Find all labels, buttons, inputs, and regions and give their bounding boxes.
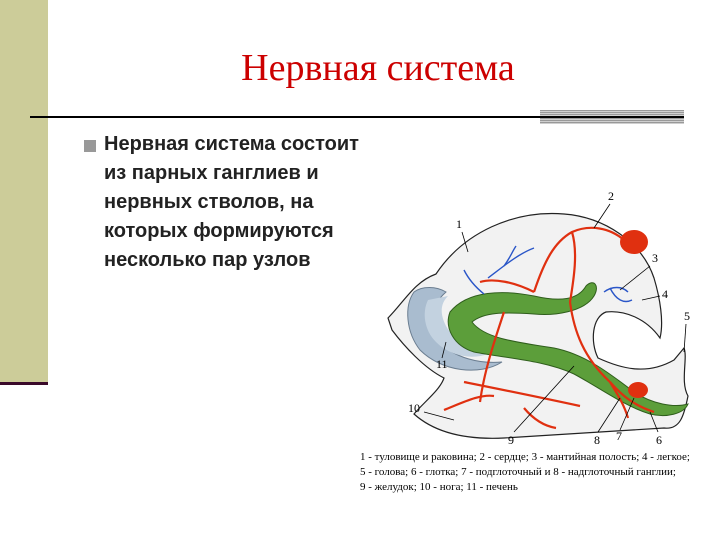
blood-vessels [443, 226, 655, 430]
label-5: 5 [684, 309, 690, 323]
caption-line: 1 - туловище и раковина; 2 - сердце; 3 -… [360, 451, 690, 463]
heart [620, 230, 648, 254]
ganglion [628, 382, 648, 398]
slide-title: Нервная система [241, 47, 515, 89]
caption-line: 9 - желудок; 10 - нога; 11 - печень [360, 481, 518, 493]
nerves [463, 245, 633, 303]
bullet-text: Нервная система состоит из парных гангли… [104, 133, 359, 271]
left-decor-band [0, 0, 48, 382]
liver-inner [424, 296, 488, 357]
label-11: 11 [436, 357, 448, 371]
label-3: 3 [652, 251, 658, 265]
label-8: 8 [594, 433, 600, 444]
label-7: 7 [616, 429, 622, 443]
label-2: 2 [608, 189, 614, 203]
green-nerve-trunk [447, 282, 689, 417]
label-6: 6 [656, 433, 662, 444]
label-1: 1 [456, 217, 462, 231]
caption-line: 5 - голова; 6 - глотка; 7 - подглоточный… [360, 466, 676, 478]
label-4: 4 [662, 287, 668, 301]
title-divider-block-line [540, 116, 684, 118]
bullet-square-icon [84, 140, 96, 152]
title-divider [30, 116, 540, 118]
left-decor-line [0, 382, 48, 385]
snail-anatomy-diagram: 1 2 3 4 5 6 7 8 9 10 11 [387, 189, 690, 444]
label-9: 9 [508, 433, 514, 444]
diagram-labels: 1 2 3 4 5 6 7 8 9 10 11 [408, 189, 690, 444]
label-10: 10 [408, 401, 420, 415]
diagram-caption: 1 - туловище и раковина; 2 - сердце; 3 -… [360, 450, 700, 495]
